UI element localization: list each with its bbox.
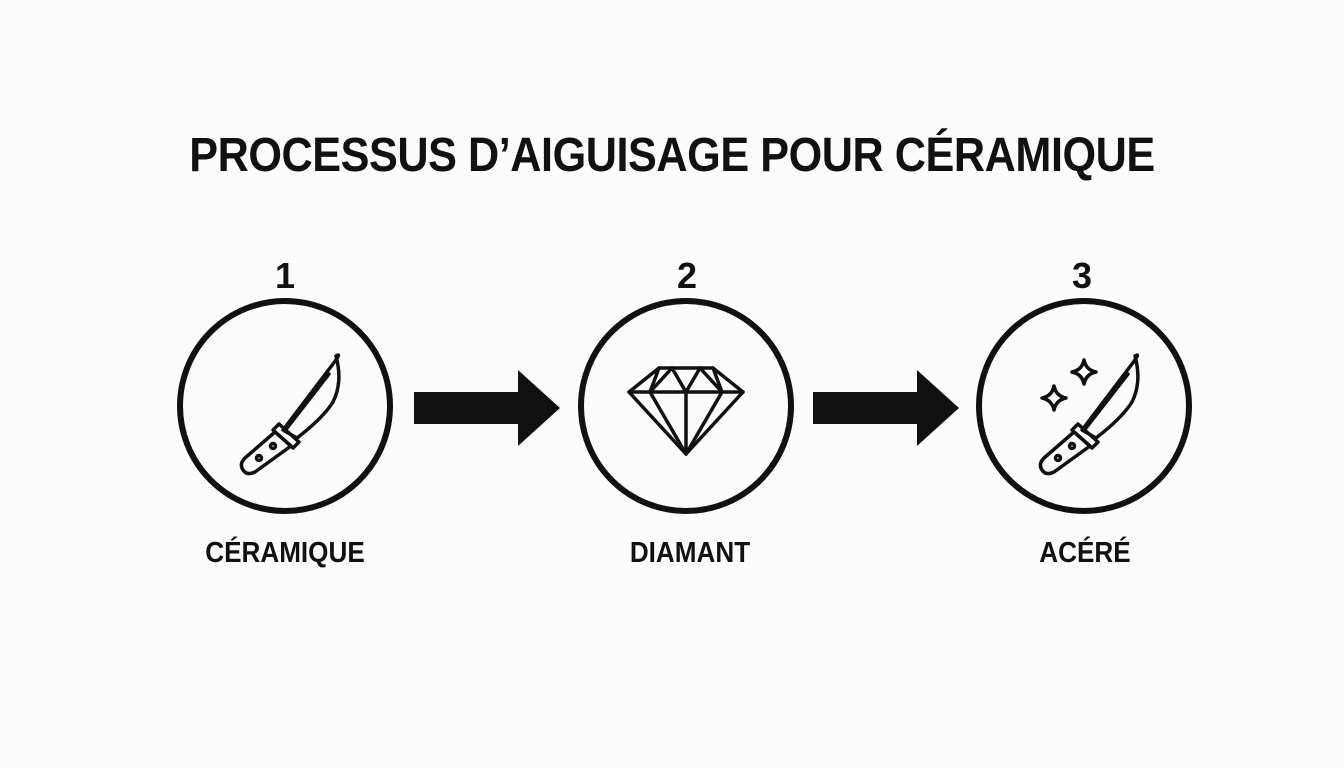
- diamond-icon: [627, 366, 745, 456]
- arrow-right-icon: [414, 370, 560, 446]
- step-1-label: CÉRAMIQUE: [205, 537, 365, 569]
- step-1-circle: [177, 298, 393, 514]
- arrow-right-icon: [813, 370, 959, 446]
- step-2-label: DIAMANT: [629, 537, 751, 569]
- sharp-knife-sparkle-icon: [1038, 353, 1140, 476]
- step-3-label: ACÉRÉ: [1039, 537, 1131, 569]
- diagram-title: PROCESSUS D’AIGUISAGE POUR CÉRAMIQUE: [189, 129, 1155, 182]
- knife-icon: [239, 353, 341, 476]
- step-3-circle: [976, 298, 1192, 514]
- step-2-circle: [578, 298, 794, 514]
- step-3-number: 3: [1071, 255, 1093, 296]
- step-1-number: 1: [274, 255, 296, 296]
- step-2-number: 2: [676, 255, 698, 296]
